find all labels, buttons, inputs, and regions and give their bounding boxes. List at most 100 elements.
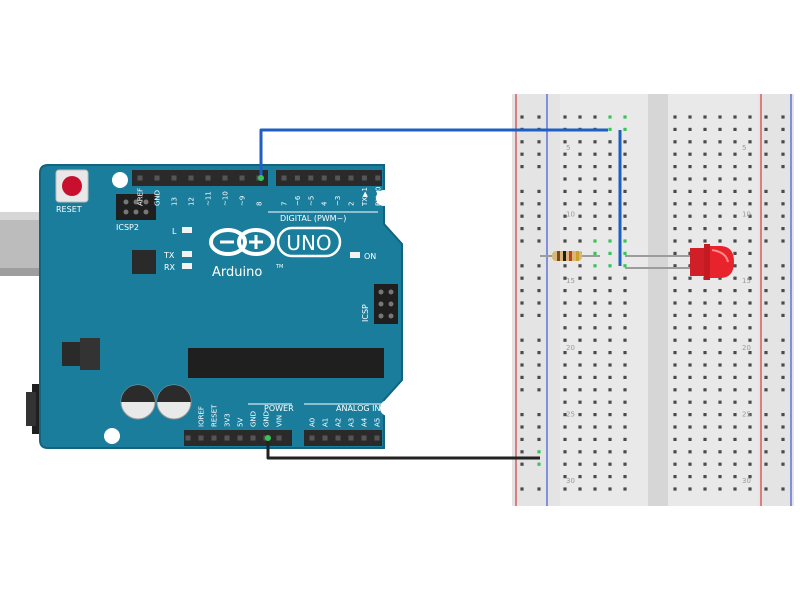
led-rx	[182, 263, 192, 269]
header-pin	[171, 175, 177, 181]
digital-pin-label: 7	[281, 202, 289, 206]
voltage-regulator-tab	[80, 338, 100, 370]
digital-pin-label: AREF	[137, 188, 145, 206]
breadboard-hole	[703, 301, 707, 305]
breadboard-hole	[688, 425, 692, 429]
led-tx	[182, 251, 192, 257]
breadboard-hole	[718, 202, 722, 206]
breadboard-hole	[781, 301, 785, 305]
breadboard-hole	[703, 351, 707, 355]
breadboard-row-number: 30	[566, 477, 575, 485]
breadboard-hole	[688, 289, 692, 293]
breadboard-hole	[748, 289, 752, 293]
breadboard-hole	[623, 326, 627, 330]
header-pin	[250, 435, 256, 441]
breadboard-hole	[673, 487, 677, 491]
breadboard-hole	[703, 338, 707, 342]
atmega-chip	[188, 348, 384, 378]
breadboard-hole	[748, 189, 752, 193]
breadboard-hole	[764, 425, 768, 429]
reset-button[interactable]	[55, 169, 89, 203]
model-label: UNO	[286, 231, 331, 255]
breadboard-hole	[733, 115, 737, 119]
breadboard-hole	[578, 313, 582, 317]
breadboard-hole	[748, 239, 752, 243]
breadboard-hole	[748, 214, 752, 218]
breadboard-hole	[608, 177, 612, 181]
breadboard-hole	[623, 264, 627, 268]
breadboard-hole	[593, 214, 597, 218]
mounting-hole	[112, 172, 128, 188]
breadboard-hole	[593, 462, 597, 466]
header-pin	[198, 435, 204, 441]
breadboard-hole	[781, 437, 785, 441]
breadboard-hole	[520, 425, 524, 429]
breadboard-hole	[673, 375, 677, 379]
center-channel	[648, 94, 668, 506]
digital-pin-label: RX◀0	[374, 187, 382, 207]
breadboard-hole	[703, 437, 707, 441]
analog-pin-label: A5	[374, 418, 382, 427]
breadboard-hole	[781, 363, 785, 367]
breadboard-hole	[703, 326, 707, 330]
breadboard-hole	[623, 227, 627, 231]
breadboard-hole	[718, 462, 722, 466]
analog-pin-label: A3	[348, 418, 356, 427]
breadboard-hole	[608, 251, 612, 255]
digital-pin-label: ~5	[307, 196, 315, 206]
header-pin	[154, 175, 160, 181]
breadboard-hole	[673, 177, 677, 181]
breadboard-hole	[748, 351, 752, 355]
digital-title: DIGITAL (PWM~)	[280, 214, 346, 223]
header-pin	[375, 175, 381, 181]
power-pin-label: GND	[250, 411, 258, 427]
breadboard-hole	[703, 189, 707, 193]
icsp2-label: ICSP2	[116, 223, 139, 232]
breadboard-hole	[703, 450, 707, 454]
breadboard-hole	[688, 140, 692, 144]
breadboard-hole	[608, 363, 612, 367]
led-l-label: L	[172, 227, 177, 236]
breadboard-hole	[623, 413, 627, 417]
header-pin	[294, 175, 300, 181]
breadboard-hole	[537, 437, 541, 441]
breadboard-hole	[718, 239, 722, 243]
breadboard-hole	[688, 214, 692, 218]
breadboard-hole	[593, 289, 597, 293]
breadboard-hole	[688, 202, 692, 206]
breadboard-hole	[593, 152, 597, 156]
breadboard-hole	[537, 202, 541, 206]
breadboard-hole	[520, 165, 524, 169]
breadboard-hole	[623, 239, 627, 243]
breadboard-hole	[688, 276, 692, 280]
breadboard-hole	[537, 313, 541, 317]
breadboard-hole	[673, 301, 677, 305]
breadboard-hole	[748, 202, 752, 206]
digital-pin-label: 4	[321, 201, 329, 206]
breadboard-hole	[520, 140, 524, 144]
voltage-regulator	[62, 342, 80, 366]
breadboard-hole	[520, 313, 524, 317]
breadboard-hole	[673, 475, 677, 479]
breadboard-hole	[733, 276, 737, 280]
breadboard-hole	[608, 202, 612, 206]
reset-label: RESET	[56, 205, 82, 214]
breadboard-hole	[748, 313, 752, 317]
breadboard-hole	[593, 251, 597, 255]
breadboard-hole	[623, 115, 627, 119]
breadboard-hole	[520, 450, 524, 454]
breadboard-hole	[578, 326, 582, 330]
breadboard-row-number: 5	[742, 144, 746, 152]
power-pin-label: RESET	[211, 404, 219, 427]
header-pin	[335, 435, 341, 441]
breadboard-hole	[718, 475, 722, 479]
breadboard-hole	[520, 351, 524, 355]
breadboard-hole	[537, 264, 541, 268]
breadboard-hole	[733, 214, 737, 218]
breadboard-hole	[563, 363, 567, 367]
breadboard-hole	[748, 413, 752, 417]
breadboard-hole	[608, 388, 612, 392]
breadboard-hole	[718, 413, 722, 417]
